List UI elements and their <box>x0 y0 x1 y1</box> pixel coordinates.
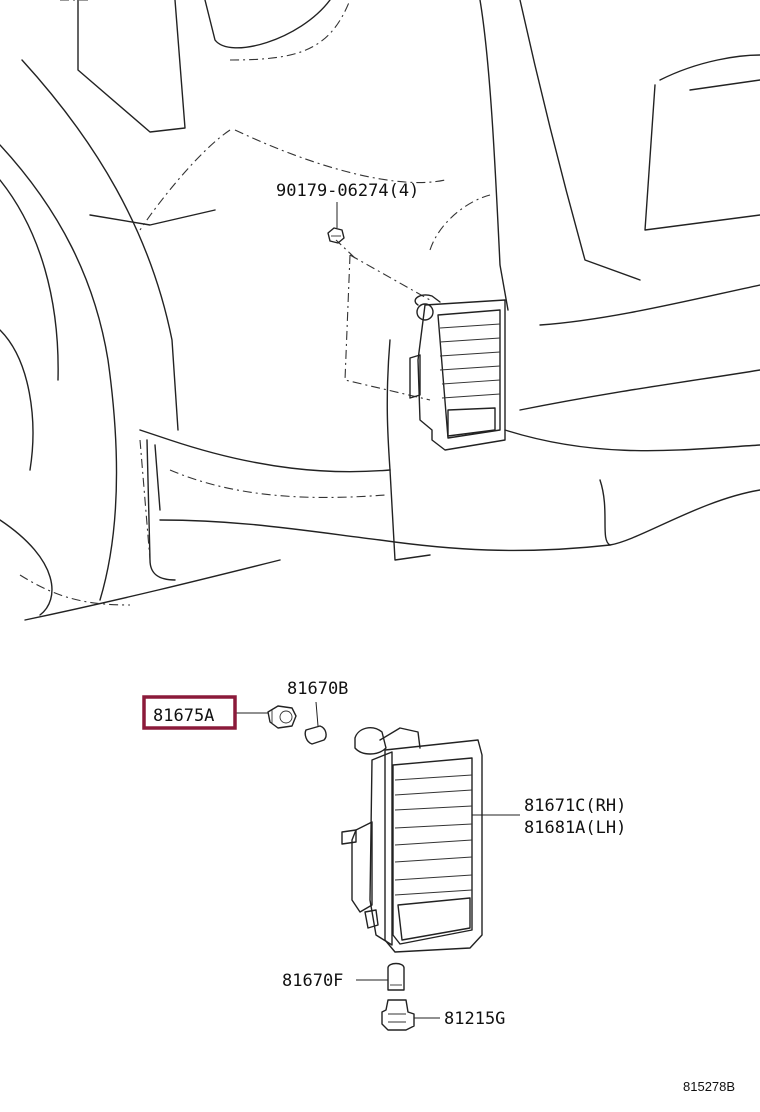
wedge-bulb-lower-icon <box>387 962 405 991</box>
part-label-bulb-upper[interactable]: 81670B <box>287 679 348 699</box>
vehicle-body-outline <box>0 0 760 621</box>
figure-code: 815278B <box>683 1079 735 1094</box>
bulb-upper-leader <box>315 701 319 727</box>
installed-tail-lamp-icon <box>409 294 506 451</box>
part-label-bulb-lower[interactable]: 81670F <box>282 971 343 991</box>
part-label-screw[interactable]: 90179-06274(4) <box>276 181 419 201</box>
part-label-socket[interactable]: 81675A <box>153 706 214 726</box>
highlight-box <box>142 695 237 730</box>
hidden-edge-lines <box>19 0 491 606</box>
part-label-socket-lower[interactable]: 81215G <box>444 1009 505 1029</box>
tail-lamp-assembly-icon <box>341 727 483 953</box>
bulb-socket-lower-icon <box>381 999 415 1031</box>
screw-icon <box>327 227 345 244</box>
wedge-bulb-upper-icon <box>304 725 327 745</box>
part-label-lamp-lh[interactable]: 81681A(LH) <box>524 818 626 838</box>
part-label-lamp-rh[interactable]: 81671C(RH) <box>524 796 626 816</box>
bulb-socket-icon <box>267 705 297 729</box>
